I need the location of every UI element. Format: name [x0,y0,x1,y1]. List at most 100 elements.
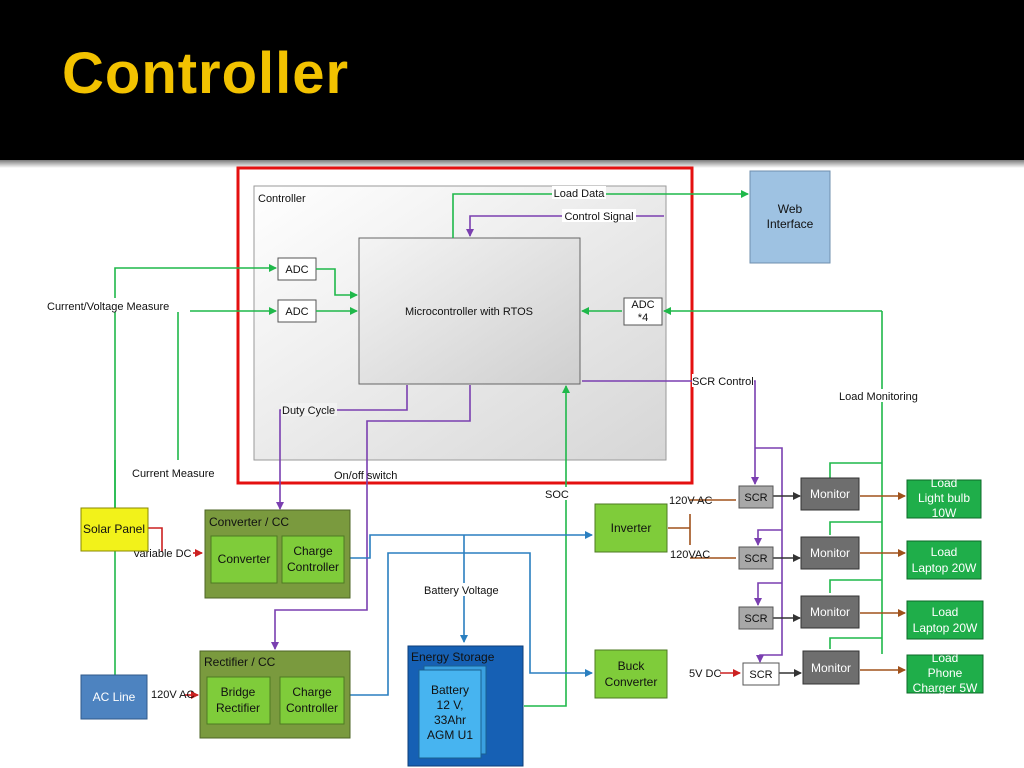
svg-text:Laptop 20W: Laptop 20W [912,561,977,575]
svg-text:AGM U1: AGM U1 [427,728,473,742]
svg-text:Battery: Battery [431,683,469,697]
label-battery-voltage: Battery Voltage [424,585,499,597]
svg-text:Bridge: Bridge [221,685,256,699]
label-scr-control: SCR Control [692,376,754,388]
label-current-measure: Current Measure [132,468,215,480]
svg-text:Controller: Controller [287,560,339,574]
label-current-voltage-measure: Current/Voltage Measure [47,301,169,313]
label-120v-ac-1: 120V AC [669,495,712,507]
svg-text:Converter: Converter [218,552,271,566]
label-bg [40,298,190,312]
monitor-1: Monitor [800,477,860,511]
monitor-4: Monitor [802,650,860,685]
title-bar: Controller [0,0,1024,168]
controller-highlight [236,166,694,485]
svg-text:SCR: SCR [744,553,767,565]
svg-text:ADC: ADC [285,264,308,276]
scr-2: SCR [738,546,774,570]
controller-title: Controller [258,193,306,205]
svg-text:Monitor: Monitor [811,661,851,675]
label-120vac-2: 120VAC [670,549,710,561]
label-load-monitoring: Load Monitoring [839,391,918,403]
svg-text:Converter / CC: Converter / CC [209,515,289,529]
svg-text:SCR: SCR [744,492,767,504]
green-wires [114,190,883,707]
rectifier-cc-block: Rectifier / CC Bridge Rectifier Charge C… [199,650,351,739]
svg-text:Load: Load [931,476,958,490]
red-wires [148,527,741,699]
buck-converter-block: Buck Converter [594,649,668,699]
svg-text:Solar Panel: Solar Panel [83,522,145,536]
scr-3: SCR [738,606,774,630]
monitor-3: Monitor [800,595,860,629]
svg-text:Load: Load [932,651,959,665]
label-bg [281,403,337,416]
svg-text:ADC: ADC [631,299,654,311]
svg-text:Monitor: Monitor [810,605,850,619]
svg-text:Rectifier: Rectifier [216,701,260,715]
svg-text:Controller: Controller [286,701,338,715]
svg-text:10W: 10W [932,506,957,520]
label-bg [836,389,928,402]
title-rule [0,160,1024,168]
monitor-2: Monitor [800,536,860,570]
load-2: Load Laptop 20W [906,540,982,580]
label-bg [422,583,508,596]
label-bg [552,186,606,199]
svg-text:Phone: Phone [928,666,963,680]
adc-middle: ADC [277,299,317,323]
svg-text:Interface: Interface [767,217,814,231]
svg-text:*4: *4 [638,312,648,324]
svg-text:Load: Load [932,605,959,619]
microcontroller-block: Microcontroller with RTOS [358,237,581,385]
label-120v-ac-line: 120V AC [151,689,194,701]
inverter-block: Inverter [594,503,668,553]
label-duty-cycle: Duty Cycle [282,405,335,417]
solar-panel-block: Solar Panel [80,507,149,552]
label-load-data: Load Data [554,188,606,200]
svg-text:AC Line: AC Line [93,690,136,704]
svg-text:Light bulb: Light bulb [918,491,970,505]
label-5v-dc: 5V DC [689,668,721,680]
label-control-signal: Control Signal [564,211,633,223]
web-interface-block: Web Interface [749,170,831,264]
scr-4: SCR [742,662,780,686]
slide-title: Controller [62,41,350,106]
svg-text:Microcontroller with RTOS: Microcontroller with RTOS [405,306,533,318]
load-1: Load Light bulb 10W [906,476,982,520]
svg-text:SCR: SCR [749,669,772,681]
svg-text:33Ahr: 33Ahr [434,713,466,727]
svg-text:Rectifier / CC: Rectifier / CC [204,655,276,669]
svg-text:Monitor: Monitor [810,487,850,501]
svg-text:Converter: Converter [605,675,658,689]
svg-text:Charge: Charge [293,544,333,558]
svg-text:SCR: SCR [744,613,767,625]
svg-text:Charger 5W: Charger 5W [913,681,978,695]
svg-text:Web: Web [778,202,803,216]
energy-storage-block: Energy Storage Battery 12 V, 33Ahr AGM U… [407,645,524,767]
label-bg [562,209,636,222]
label-soc: SOC [545,489,569,501]
svg-text:Load: Load [931,545,958,559]
label-bg [692,374,754,387]
svg-text:Monitor: Monitor [810,546,850,560]
ac-line-block: AC Line [80,674,148,720]
svg-text:12 V,: 12 V, [437,698,464,712]
label-bg [544,487,570,500]
adc-right: ADC *4 [623,297,663,326]
scr-1: SCR [738,485,774,509]
converter-cc-block: Converter / CC Converter Charge Controll… [204,509,351,599]
load-3: Load Laptop 20W [906,600,984,640]
brown-wires [668,492,906,674]
svg-text:Laptop 20W: Laptop 20W [913,621,978,635]
svg-text:ADC: ADC [285,306,308,318]
load-4: Load Phone Charger 5W [906,651,984,695]
svg-text:Inverter: Inverter [611,521,652,535]
label-on-off-switch: On/off switch [334,470,397,482]
scr-monitor-wires [773,492,802,677]
adc-top: ADC [277,257,317,281]
label-bg [128,467,228,481]
svg-text:Energy Storage: Energy Storage [411,650,495,664]
svg-text:Buck: Buck [618,659,646,673]
